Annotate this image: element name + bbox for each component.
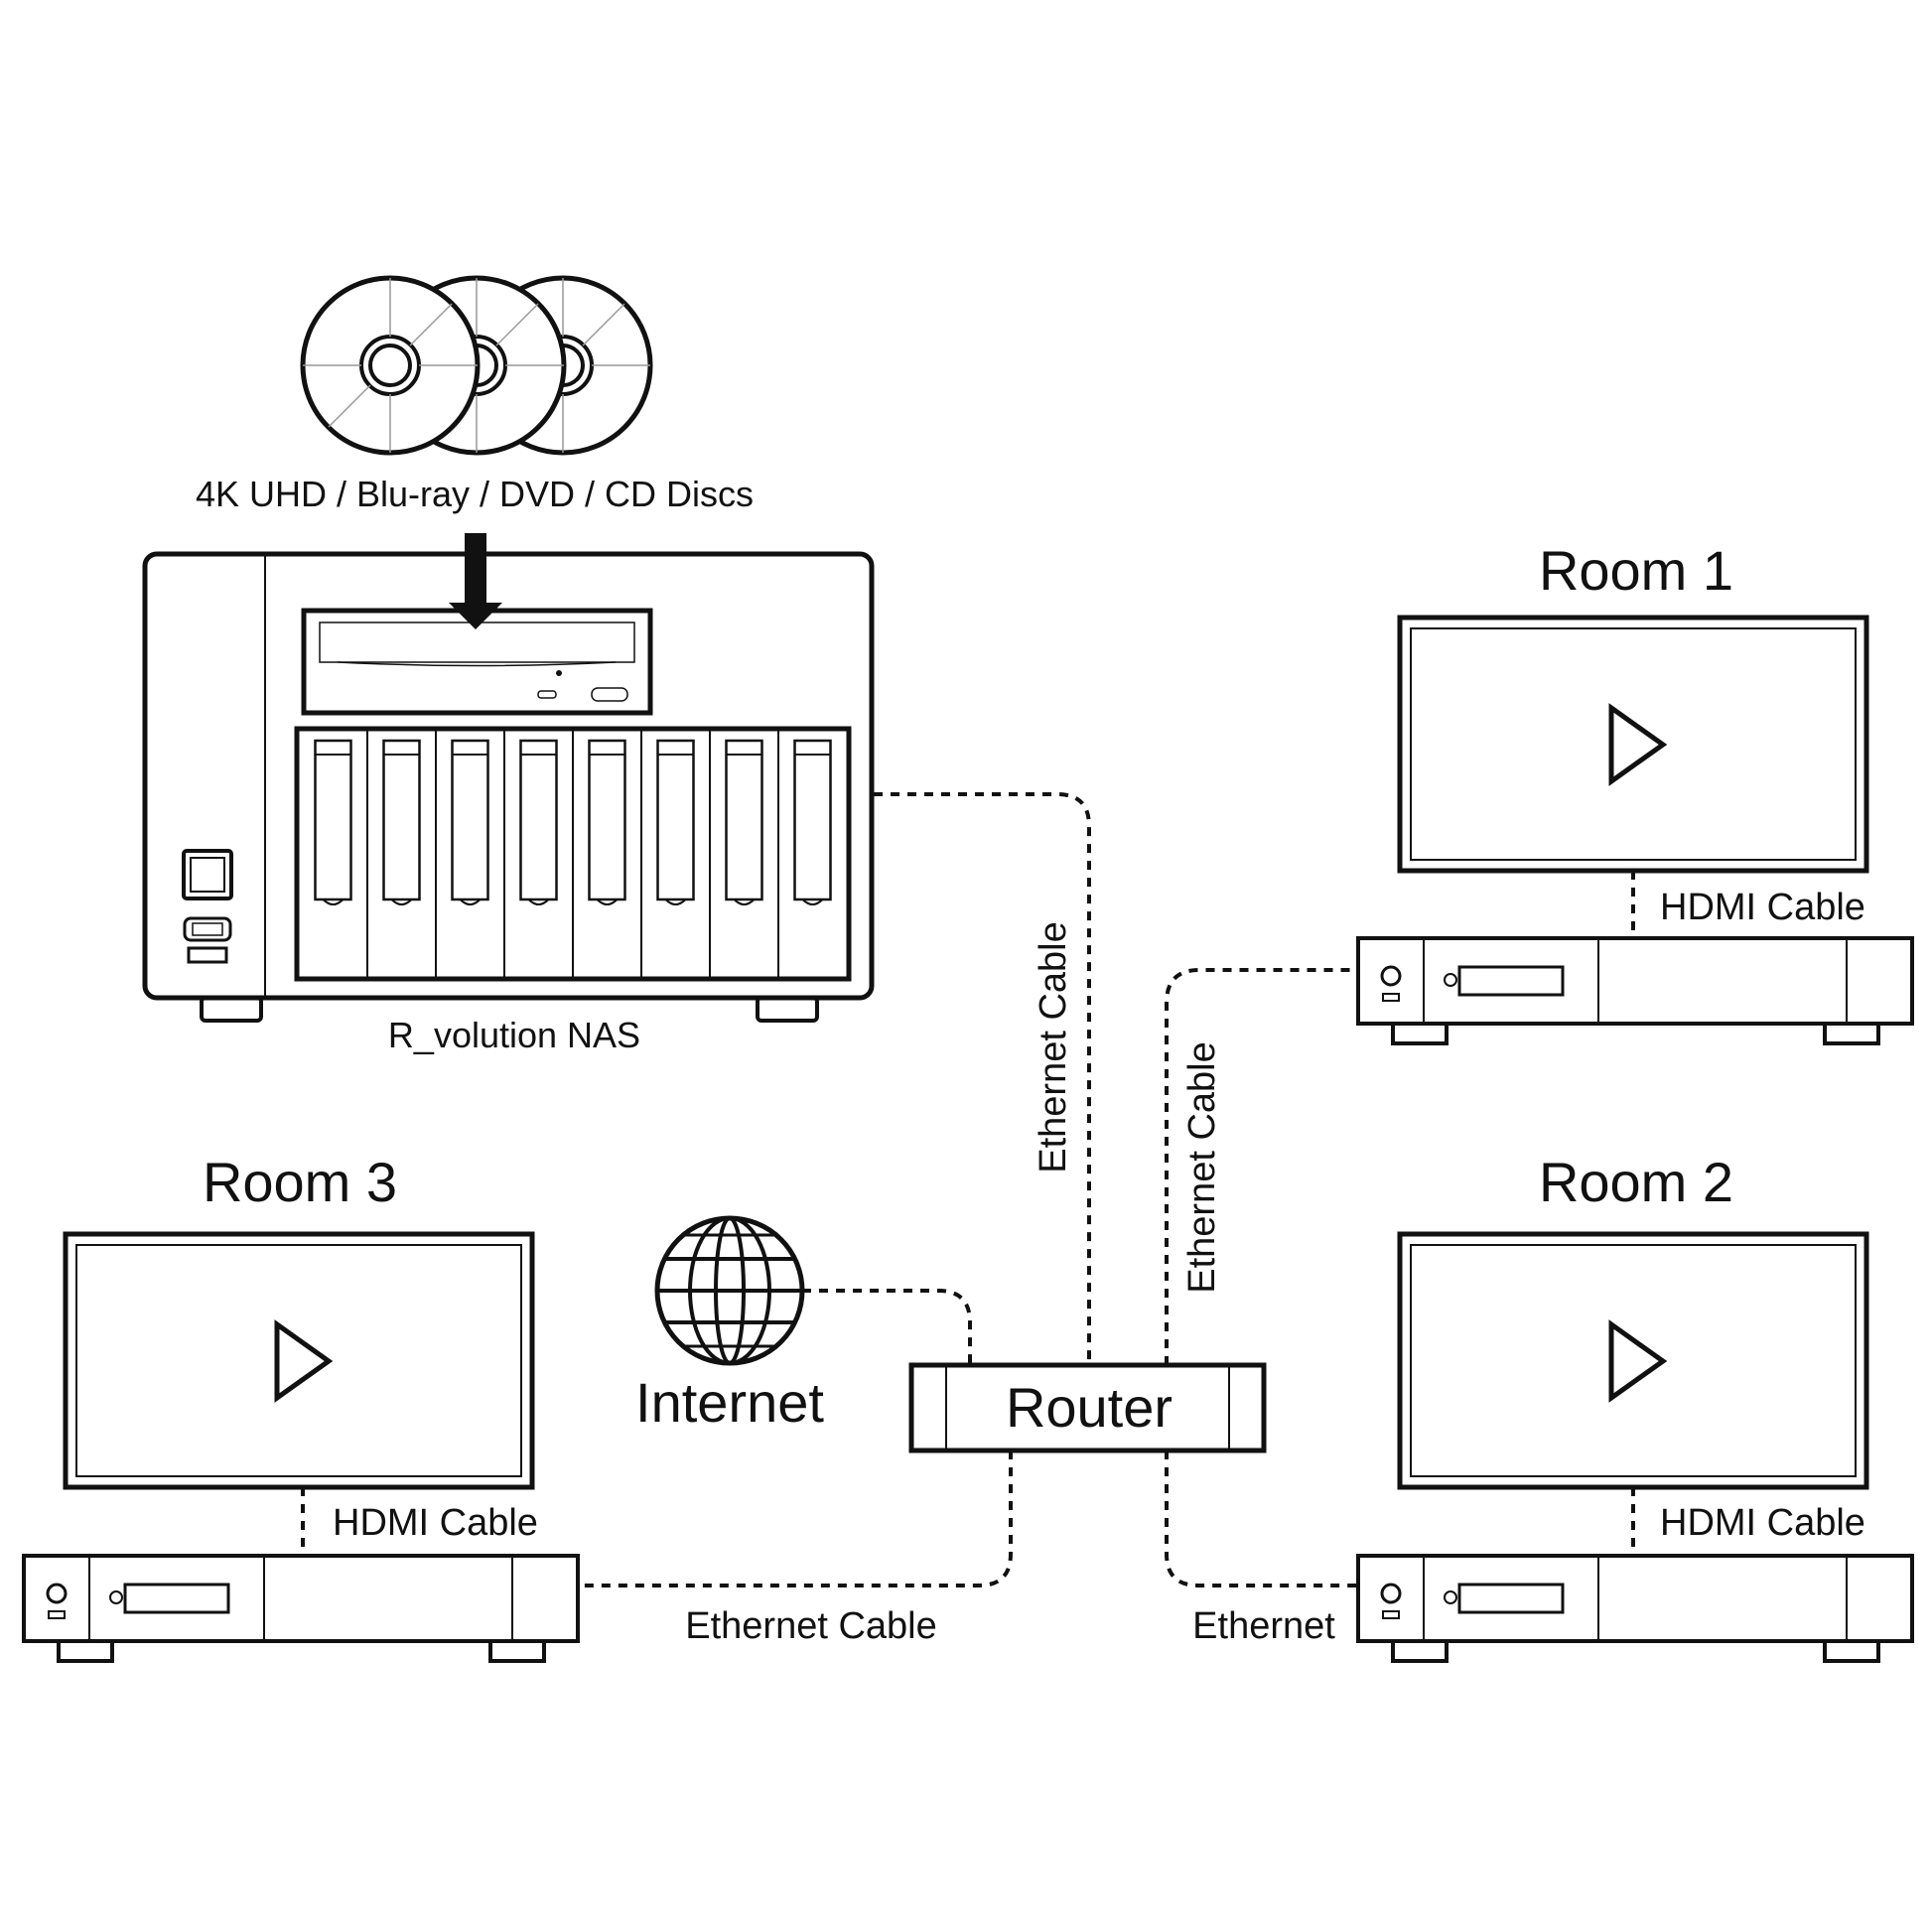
cable-router-room2-label: Ethernet	[1192, 1605, 1335, 1647]
room3-hdmi-label: HDMI Cable	[333, 1502, 538, 1544]
drive-bay	[640, 731, 695, 977]
discs-icon	[303, 278, 650, 453]
internet-label: Internet	[635, 1371, 824, 1434]
router-device	[908, 1362, 1267, 1453]
room1-hdmi-label: HDMI Cable	[1660, 887, 1865, 928]
drive-bay	[777, 731, 832, 977]
cable-router-room2	[1165, 1450, 1358, 1587]
cable-router-room1	[1165, 968, 1358, 1365]
room3-tv	[66, 1234, 532, 1487]
drive-bay	[366, 731, 421, 977]
cable-nas-router	[874, 792, 1091, 1365]
discs-label: 4K UHD / Blu-ray / DVD / CD Discs	[196, 474, 754, 514]
room1-tv	[1400, 618, 1866, 871]
cable-internet-router	[802, 1289, 972, 1365]
router-label: Router	[1006, 1376, 1173, 1439]
room1-title: Room 1	[1539, 539, 1733, 602]
room2-title: Room 2	[1539, 1151, 1733, 1213]
globe-icon	[654, 1215, 805, 1366]
cable-nas-router-label: Ethernet Cable	[1033, 921, 1074, 1173]
cable-router-room1-label: Ethernet Cable	[1181, 1041, 1223, 1294]
nas-label: R_volution NAS	[388, 1015, 640, 1055]
room2-hdmi-label: HDMI Cable	[1660, 1502, 1865, 1544]
nas-device	[142, 551, 875, 1023]
drive-bay	[435, 731, 489, 977]
cable-router-room3	[578, 1450, 1013, 1587]
room3-title: Room 3	[203, 1151, 397, 1213]
drive-bay	[314, 739, 352, 905]
drive-bay	[503, 731, 558, 977]
insert-arrow-icon	[449, 533, 502, 629]
room1-player	[1356, 936, 1914, 1045]
room3-player	[22, 1554, 580, 1663]
room2-tv	[1400, 1234, 1866, 1487]
drive-bay	[572, 731, 626, 977]
drive-bay	[709, 731, 763, 977]
room2-player	[1356, 1554, 1914, 1663]
cable-router-room3-label: Ethernet Cable	[685, 1605, 937, 1647]
